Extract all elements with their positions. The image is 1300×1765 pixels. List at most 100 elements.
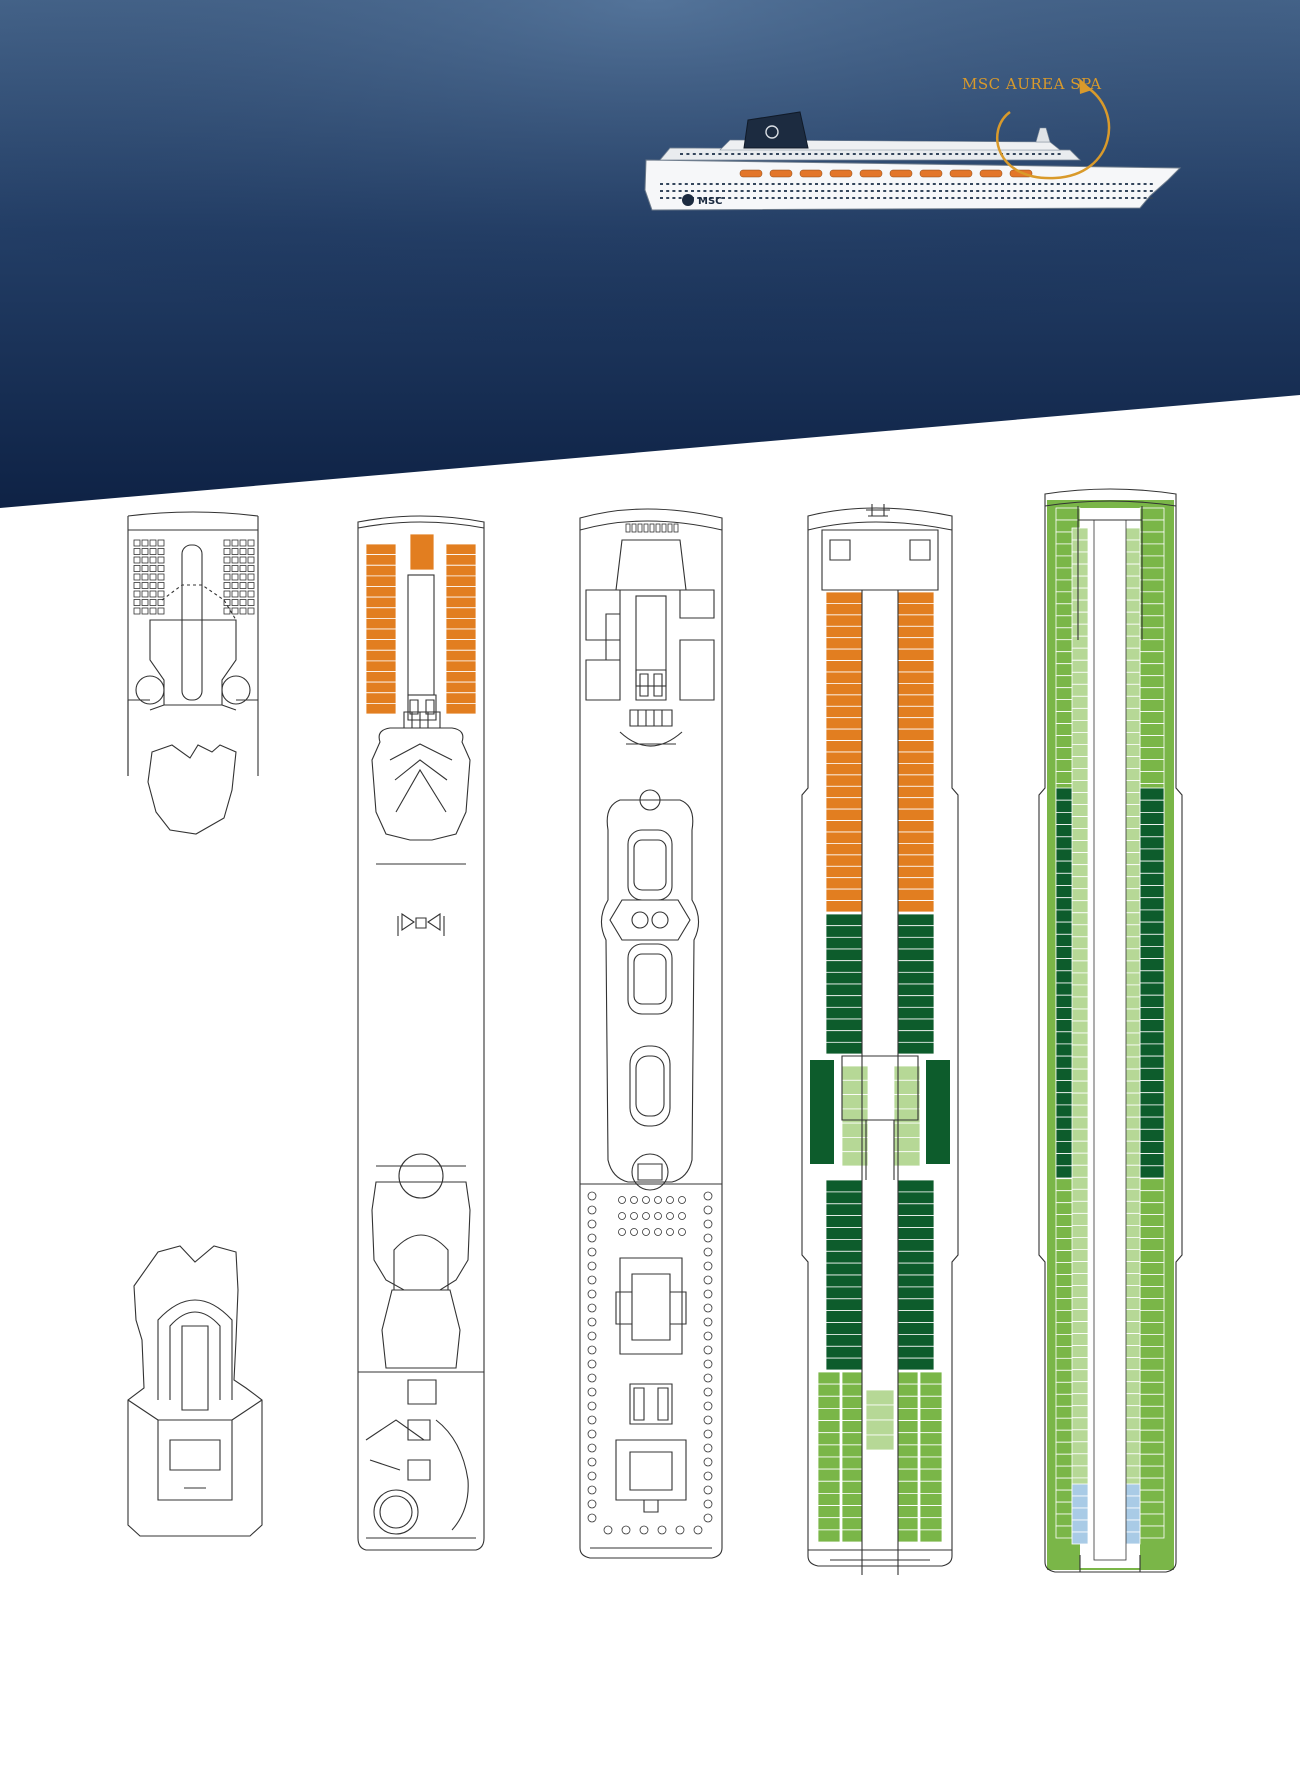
deck-5-cabin bbox=[1071, 1285, 1089, 1298]
deck-5-cabin bbox=[1071, 1188, 1089, 1202]
ship-porthole bbox=[957, 190, 961, 192]
ship-porthole bbox=[939, 183, 942, 185]
deck-4-cabin bbox=[897, 1468, 919, 1482]
deck-4-cabin bbox=[897, 995, 935, 1008]
ship-porthole bbox=[790, 190, 794, 192]
deck-3-table bbox=[703, 1513, 713, 1523]
deck-1-seat bbox=[247, 548, 255, 555]
ship-window bbox=[1057, 153, 1061, 155]
deck-3-table bbox=[587, 1499, 597, 1509]
deck-4-cabin bbox=[897, 1517, 919, 1531]
deck-4-cabin bbox=[825, 971, 863, 985]
deck-4-cabin bbox=[919, 1480, 943, 1494]
ship-porthole bbox=[870, 190, 874, 192]
deck-5-cabin bbox=[1123, 960, 1141, 974]
deck-4-cabin bbox=[897, 925, 935, 938]
deck-4-cabin bbox=[825, 717, 863, 730]
deck-4-cabin bbox=[897, 1262, 935, 1276]
deck-1-seat bbox=[133, 582, 141, 589]
deck-3-table bbox=[587, 1345, 597, 1355]
deck-1-seat bbox=[223, 565, 231, 572]
deck-4-cabin bbox=[919, 1395, 943, 1409]
ship-porthole bbox=[839, 197, 843, 199]
deck-3-table bbox=[642, 1228, 650, 1236]
deck-5-cabin bbox=[1071, 1092, 1089, 1106]
ship-porthole bbox=[734, 183, 738, 185]
ship-porthole bbox=[759, 190, 763, 192]
deck-4-cabin bbox=[919, 1432, 943, 1446]
ship-porthole bbox=[1056, 190, 1060, 192]
deck-1-cabin-grid bbox=[133, 539, 255, 615]
deck-5-cabin bbox=[1071, 539, 1089, 553]
deck-4-cabin bbox=[897, 1227, 935, 1240]
deck-4-cabins bbox=[810, 591, 950, 1543]
deck-2-cabin bbox=[365, 554, 397, 566]
deck-5-cabin bbox=[1071, 599, 1089, 613]
deck-4-cabin bbox=[817, 1395, 841, 1409]
deck-5-cabin bbox=[1139, 627, 1165, 641]
deck-5-cabin bbox=[1139, 1286, 1165, 1299]
deck-1-seat bbox=[133, 539, 141, 547]
deck-5-cabin bbox=[1071, 732, 1089, 745]
deck-5-cabin bbox=[1123, 1429, 1141, 1443]
deck-4-lobby bbox=[841, 1055, 919, 1180]
ship-porthole bbox=[833, 190, 837, 192]
deck-4-cabin bbox=[825, 728, 863, 741]
deck-3-table bbox=[587, 1415, 597, 1425]
deck-4-cabin bbox=[897, 1345, 935, 1359]
deck-5-cabin bbox=[1139, 1453, 1165, 1467]
ship-porthole bbox=[1001, 183, 1004, 185]
deck-4-cabin bbox=[919, 1529, 943, 1543]
deck-5-cabin bbox=[1123, 1297, 1141, 1310]
deck-3-table bbox=[587, 1233, 597, 1243]
deck-5-cabin bbox=[1123, 563, 1141, 577]
ship-porthole bbox=[672, 197, 676, 199]
ship-porthole bbox=[1100, 190, 1104, 192]
deck-5-cabin bbox=[1139, 735, 1165, 748]
ship-porthole bbox=[1075, 190, 1079, 192]
deck-2-cabin bbox=[445, 575, 477, 587]
deck-2-cabin bbox=[365, 586, 397, 598]
ship-porthole bbox=[666, 183, 670, 185]
deck-3-table bbox=[703, 1429, 713, 1439]
deck-4-cabin bbox=[841, 1480, 863, 1494]
deck-5-cabin bbox=[1123, 720, 1141, 733]
deck-5-cabin bbox=[1071, 1056, 1089, 1070]
deck-5-cabin bbox=[1123, 1405, 1141, 1419]
deck-5-cabin bbox=[1071, 563, 1089, 577]
deck-4-cabin bbox=[841, 1079, 869, 1096]
deck-5-cabin bbox=[1071, 1140, 1089, 1154]
ship-porthole bbox=[858, 183, 862, 185]
deck-4-cabin bbox=[825, 785, 863, 799]
deck-4-cabin bbox=[841, 1408, 863, 1421]
deck-5-cabin bbox=[1139, 531, 1165, 545]
deck-5-cabin bbox=[1123, 1225, 1141, 1238]
ship-porthole bbox=[1094, 190, 1097, 192]
deck-4-cabin bbox=[897, 1383, 919, 1397]
deck-5-cabin bbox=[1139, 723, 1165, 736]
ship-porthole bbox=[802, 197, 806, 199]
ship-window bbox=[737, 153, 741, 155]
ship-window bbox=[712, 153, 715, 155]
deck-4-bow-line bbox=[807, 521, 953, 531]
deck-4-cabin bbox=[825, 888, 863, 901]
deck-5-cabin bbox=[1071, 864, 1089, 878]
deck-4-cabin bbox=[825, 797, 863, 810]
ship-porthole bbox=[1094, 183, 1097, 185]
deck-2-cabin bbox=[365, 628, 397, 641]
ship-window bbox=[1019, 153, 1023, 155]
deck-5-cabin bbox=[1071, 1068, 1089, 1082]
deck-5-cabin bbox=[1071, 816, 1089, 829]
deck-5-cabin bbox=[1139, 933, 1165, 947]
deck-4-cabin bbox=[841, 1420, 863, 1434]
deck-3-table bbox=[642, 1196, 650, 1204]
deck-5-cabin bbox=[1123, 527, 1141, 541]
ship-lifeboat bbox=[979, 169, 1003, 178]
ship-window bbox=[878, 153, 882, 155]
deck-4-cabin bbox=[841, 1395, 863, 1409]
ship-window bbox=[897, 153, 901, 155]
deck-5-cabin bbox=[1071, 683, 1089, 697]
ship-porthole bbox=[833, 197, 837, 199]
ship-lifeboat bbox=[859, 169, 883, 178]
ship-window bbox=[904, 153, 907, 155]
